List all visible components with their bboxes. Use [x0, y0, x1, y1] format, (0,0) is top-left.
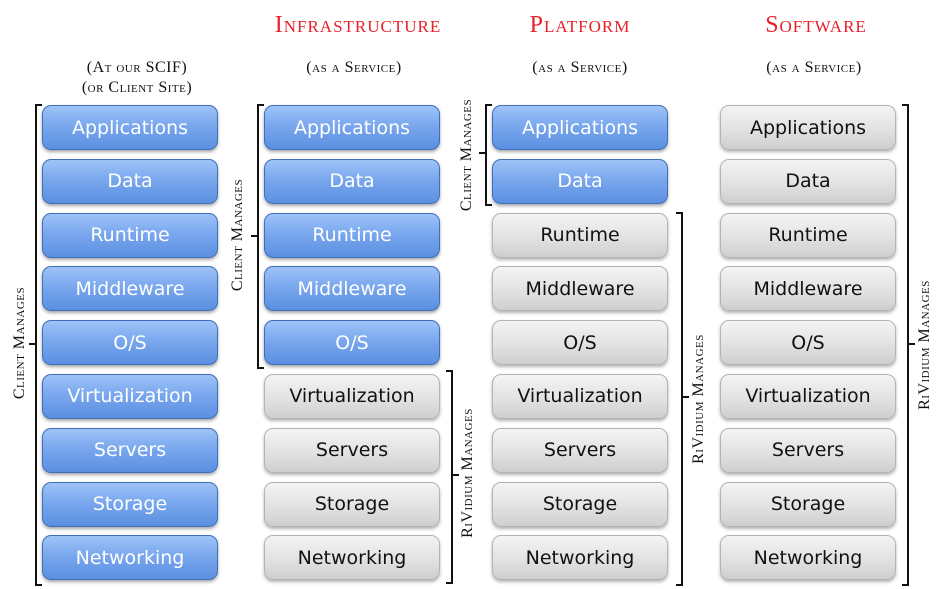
bracket-tick: [681, 396, 689, 398]
layer-o-s: O/S: [720, 320, 896, 366]
layer-storage: Storage: [42, 481, 218, 527]
layer-data: Data: [720, 158, 896, 204]
subtitle-platform: (as a Service): [532, 59, 628, 76]
layer-servers: Servers: [264, 427, 440, 473]
layer-servers: Servers: [720, 427, 896, 473]
layer-virtualization: Virtualization: [720, 373, 896, 419]
layer-o-s: O/S: [264, 320, 440, 366]
layer-storage: Storage: [264, 481, 440, 527]
layer-storage: Storage: [720, 481, 896, 527]
label-client-manages-paas: Client Manages: [458, 98, 475, 212]
title-platform: Platform: [529, 12, 631, 38]
layer-data: Data: [492, 158, 668, 204]
layer-applications: Applications: [42, 105, 218, 150]
layer-o-s: O/S: [42, 320, 218, 366]
bracket-rividium-iaas: [446, 370, 453, 584]
layer-servers: Servers: [492, 427, 668, 473]
layer-virtualization: Virtualization: [42, 373, 218, 419]
layer-o-s: O/S: [492, 320, 668, 366]
layer-networking: Networking: [264, 535, 440, 581]
bracket-tick: [29, 343, 37, 345]
bracket-tick: [451, 474, 459, 476]
title-software: Software: [765, 12, 867, 38]
layer-middleware: Middleware: [720, 266, 896, 312]
bracket-client-on-premise: [35, 104, 42, 586]
layer-middleware: Middleware: [492, 266, 668, 312]
layer-runtime: Runtime: [42, 212, 218, 258]
layer-networking: Networking: [492, 535, 668, 581]
label-rividium-manages-saas: RiVidium Manages: [916, 280, 933, 410]
layer-networking: Networking: [42, 535, 218, 581]
layer-virtualization: Virtualization: [492, 373, 668, 419]
layer-runtime: Runtime: [492, 212, 668, 258]
subtitle-on-premise-2: (or Client Site): [81, 79, 193, 96]
layer-data: Data: [42, 158, 218, 204]
label-client-manages-iaas: Client Manages: [229, 178, 246, 292]
layer-servers: Servers: [42, 427, 218, 473]
label-rividium-manages-paas: RiVidium Manages: [690, 334, 707, 464]
bracket-rividium-saas: [902, 104, 909, 586]
bracket-tick: [479, 152, 487, 154]
layer-networking: Networking: [720, 535, 896, 581]
subtitle-software: (as a Service): [766, 59, 862, 76]
bracket-client-paas: [485, 104, 492, 206]
bracket-tick: [251, 235, 259, 237]
title-infrastructure: Infrastructure: [274, 12, 442, 38]
bracket-rividium-paas: [676, 212, 683, 586]
bracket-tick: [907, 343, 915, 345]
layer-applications: Applications: [264, 105, 440, 150]
label-rividium-manages-iaas: RiVidium Manages: [459, 408, 476, 538]
layer-storage: Storage: [492, 481, 668, 527]
subtitle-on-premise-1: (At our SCIF): [86, 59, 188, 76]
layer-applications: Applications: [720, 105, 896, 150]
layer-middleware: Middleware: [42, 266, 218, 312]
subtitle-infrastructure: (as a Service): [306, 59, 402, 76]
layer-runtime: Runtime: [720, 212, 896, 258]
layer-middleware: Middleware: [264, 266, 440, 312]
label-client-manages-on-premise: Client Manages: [11, 286, 28, 400]
layer-data: Data: [264, 158, 440, 204]
layer-virtualization: Virtualization: [264, 373, 440, 419]
layer-applications: Applications: [492, 105, 668, 150]
layer-runtime: Runtime: [264, 212, 440, 258]
